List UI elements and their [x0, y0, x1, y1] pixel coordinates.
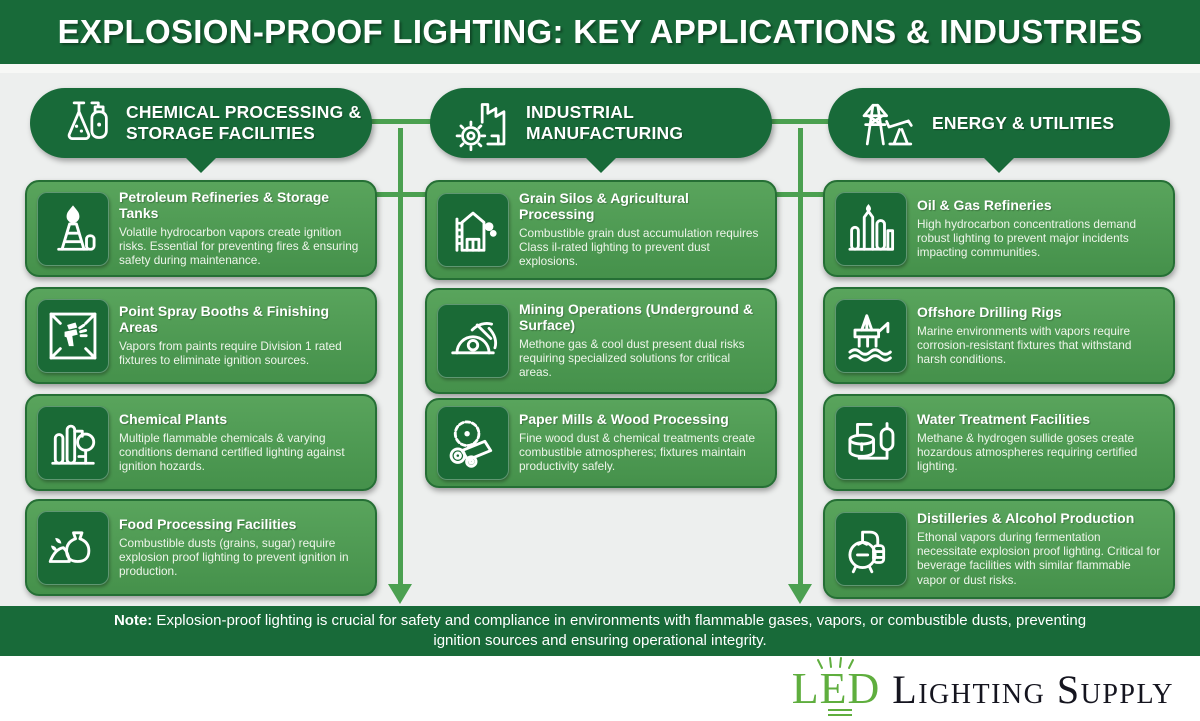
card-title: Mining Operations (Underground & Surface…: [519, 301, 754, 334]
grain-sack-icon: [37, 510, 109, 585]
refinery-icon: [835, 191, 907, 266]
mining-helmet-icon: [437, 304, 509, 378]
header-banner: EXPLOSION-PROOF LIGHTING: KEY APPLICATIO…: [0, 0, 1200, 64]
card-body: Multiple flammable chemicals & varying c…: [119, 430, 345, 473]
connector-vertical-line-left: [398, 128, 403, 586]
card-title: Petroleum Refineries & Storage Tanks: [119, 188, 330, 221]
card-body: Volatile hydrocarbon vapors create ignit…: [119, 224, 359, 267]
card-body: Vapors from paints require Division 1 ra…: [119, 338, 342, 367]
column-header-label: ENERGY & UTILITIES: [932, 112, 1115, 133]
pylon-pumpjack-icon: [852, 94, 918, 152]
card-body: Combustible dusts (grains, sugar) requir…: [119, 535, 349, 578]
spray-gun-booth-icon: [37, 298, 109, 373]
column-header-label: CHEMICAL PROCESSING & STORAGE FACILITIES: [126, 102, 362, 143]
card-distilleries: Distilleries & Alcohol Production Ethona…: [823, 499, 1175, 599]
card-body: Fine wood dust & chemical treatments cre…: [519, 431, 756, 474]
bulb-base-icon: [827, 709, 852, 716]
flow-arrow-icon: [788, 584, 812, 604]
card-title: Distilleries & Alcohol Production: [917, 510, 1135, 527]
card-title: Offshore Drilling Rigs: [917, 303, 1062, 320]
led-lighting-supply-logo: LED Lighting Supply: [792, 657, 1174, 716]
column-header-industrial-manufacturing: INDUSTRIAL MANUFACTURING: [430, 88, 772, 158]
card-offshore-drilling: Offshore Drilling Rigs Marine environmen…: [823, 287, 1175, 384]
logo-led-mark: LED: [792, 657, 881, 716]
column-header-chemical-processing: CHEMICAL PROCESSING & STORAGE FACILITIES: [30, 88, 372, 158]
flask-and-tank-icon: [54, 94, 112, 152]
card-body: Combustible grain dust accumulation requ…: [519, 226, 759, 269]
card-paper-mills: Paper Mills & Wood Processing Fine wood …: [425, 398, 777, 488]
card-food-processing: Food Processing Facilities Combustible d…: [25, 499, 377, 596]
card-title: Grain Silos & Agricultural Processing: [519, 190, 689, 223]
grain-silo-icon: [437, 193, 509, 267]
card-title: Oil & Gas Refineries: [917, 196, 1052, 213]
card-spray-booths: Point Spray Booths & Finishing Areas Vap…: [25, 287, 377, 384]
card-water-treatment: Water Treatment Facilities Methane & hyd…: [823, 394, 1175, 491]
offshore-rig-icon: [835, 298, 907, 373]
logo-wordmark: Lighting Supply: [892, 667, 1174, 712]
column-header-energy-utilities: ENERGY & UTILITIES: [828, 88, 1170, 158]
card-body: Methone gas & cool dust present dual ris…: [519, 337, 745, 380]
note-bar: Note: Explosion-proof lighting is crucia…: [0, 606, 1200, 656]
card-body: Ethonal vapors during fermentation neces…: [917, 530, 1161, 587]
connector-vertical-line-right: [798, 128, 803, 586]
card-body: Methane & hydrogen sullide goses create …: [917, 430, 1138, 473]
note-text: Note: Explosion-proof lighting is crucia…: [113, 611, 1087, 649]
card-title: Chemical Plants: [119, 410, 228, 427]
saw-logs-icon: [437, 406, 509, 480]
card-petroleum-refineries: Petroleum Refineries & Storage Tanks Vol…: [25, 180, 377, 277]
card-oil-gas-refineries: Oil & Gas Refineries High hydrocarbon co…: [823, 180, 1175, 277]
card-title: Water Treatment Facilities: [917, 410, 1090, 427]
card-chemical-plants: Chemical Plants Multiple flammable chemi…: [25, 394, 377, 491]
card-grain-silos: Grain Silos & Agricultural Processing Co…: [425, 180, 777, 280]
flow-arrow-icon: [388, 584, 412, 604]
footer: LED Lighting Supply: [0, 656, 1200, 721]
distillery-icon: [835, 512, 907, 586]
note-label: Note:: [113, 611, 153, 629]
card-title: Point Spray Booths & Finishing Areas: [119, 303, 329, 335]
factory-gear-icon: [454, 94, 512, 152]
column-header-label: INDUSTRIAL MANUFACTURING: [526, 102, 684, 143]
water-treatment-icon: [835, 405, 907, 480]
card-title: Paper Mills & Wood Processing: [519, 411, 729, 428]
card-body: Marine environments with vapors require …: [917, 323, 1132, 366]
card-title: Food Processing Facilities: [119, 515, 297, 532]
oil-derrick-flame-icon: [37, 191, 109, 266]
chemical-plant-icon: [37, 405, 109, 480]
bulb-rays-icon: [816, 657, 854, 669]
card-body: High hydrocarbon concentrations demand r…: [917, 216, 1137, 259]
card-mining-operations: Mining Operations (Underground & Surface…: [425, 288, 777, 394]
page-title: EXPLOSION-PROOF LIGHTING: KEY APPLICATIO…: [57, 13, 1143, 50]
